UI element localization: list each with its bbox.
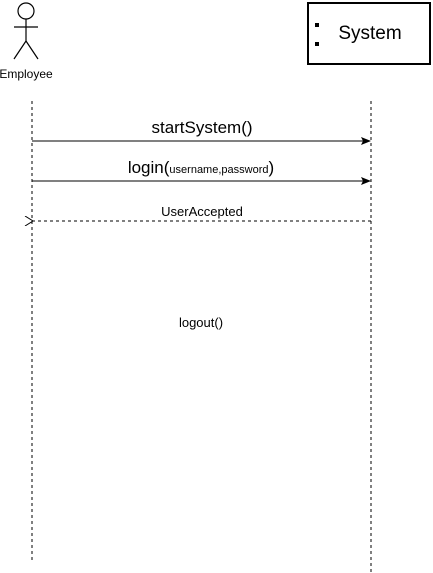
employee-actor[interactable]: Employee <box>0 2 53 81</box>
actor-right-leg <box>25 40 39 60</box>
actor-head <box>17 2 35 20</box>
logout-label[interactable]: logout() <box>179 315 223 330</box>
actor-label: Employee <box>0 67 53 81</box>
participant-label: System <box>338 23 401 44</box>
login-label-close: ) <box>268 158 274 177</box>
login-label-main: login( <box>128 158 170 177</box>
system-participant[interactable]: System <box>307 2 431 65</box>
actor-left-leg <box>13 40 27 60</box>
message-user-accepted[interactable]: UserAccepted <box>33 204 371 221</box>
message-label: UserAccepted <box>161 204 243 219</box>
message-login[interactable]: login(username,password) <box>32 158 371 185</box>
login-label-params: username,password <box>169 164 268 176</box>
participant-dot-top <box>315 23 319 27</box>
message-label: startSystem() <box>151 118 252 137</box>
message-label: login(username,password) <box>128 158 274 177</box>
participant-box <box>307 2 431 65</box>
message-start-system[interactable]: startSystem() <box>32 118 371 145</box>
participant-dot-bottom <box>315 42 319 46</box>
